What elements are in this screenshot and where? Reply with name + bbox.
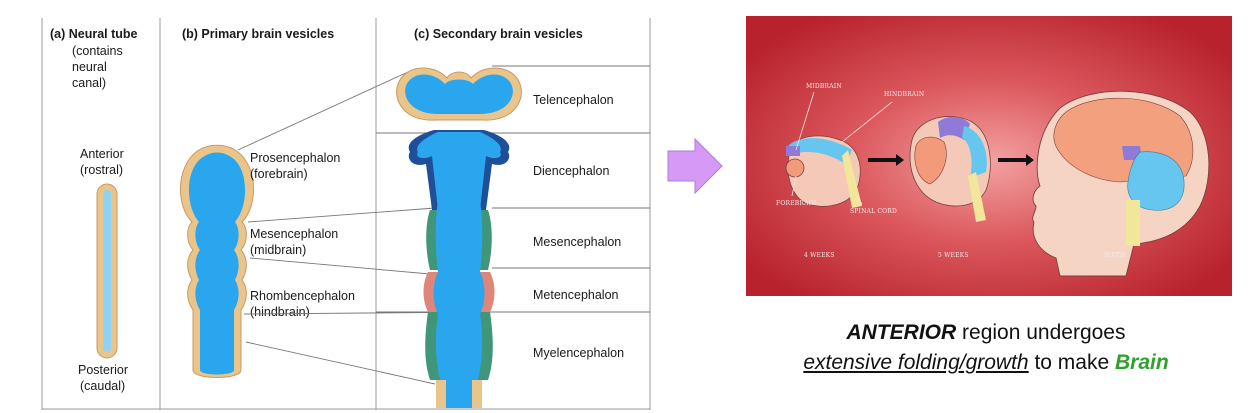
midbrain-label: (midbrain) xyxy=(250,243,306,257)
panel-a-subtitle-3: canal) xyxy=(72,76,106,90)
metencephalon-label: Metencephalon xyxy=(533,288,619,302)
caption-anterior: ANTERIOR xyxy=(846,321,957,344)
caption-line-2: extensive folding/growth to make Brain xyxy=(716,348,1256,378)
caption-brain: Brain xyxy=(1115,351,1169,374)
baby-head-birth xyxy=(1032,90,1210,277)
right-arrow-icon xyxy=(667,137,723,195)
panel-a-subtitle-1: (contains xyxy=(72,44,123,58)
rostral-label: (rostral) xyxy=(80,163,123,177)
embryo-forebrain-label: FOREBRAIN xyxy=(776,200,817,207)
diencephalon-label: Diencephalon xyxy=(533,164,609,178)
rhombencephalon-label: Rhombencephalon xyxy=(250,289,355,303)
panel-a-subtitle-2: neural xyxy=(72,60,107,74)
primary-vesicles-shape xyxy=(180,144,254,378)
embryology-diagram: (a) Neural tube (contains neural canal) … xyxy=(41,18,651,410)
prosencephalon-label: Prosencephalon xyxy=(250,151,340,165)
secondary-dividers xyxy=(376,65,650,313)
stage-label-4-weeks: 4 WEEKS xyxy=(804,252,835,259)
mesencephalon-primary-label: Mesencephalon xyxy=(250,227,338,241)
caption-folding: extensive folding/growth xyxy=(803,351,1029,374)
telencephalon-label: Telencephalon xyxy=(533,93,614,107)
embryo-hindbrain-label: HINDBRAIN xyxy=(884,91,924,98)
anterior-label: Anterior xyxy=(80,147,124,161)
embryo-4-weeks xyxy=(785,91,893,208)
hindbrain-label: (hindbrain) xyxy=(250,305,310,319)
stage-label-birth: BIRTH xyxy=(1104,252,1125,259)
embryo-5-weeks xyxy=(909,116,991,222)
caption-line-1: ANTERIOR region undergoes xyxy=(716,318,1256,348)
panel-a-title: (a) Neural tube xyxy=(50,27,138,41)
forebrain-label: (forebrain) xyxy=(250,167,308,181)
caption-line2-mid: to make xyxy=(1028,351,1115,374)
embryo-spinal-cord-label: SPINAL CORD xyxy=(850,208,897,215)
embryo-midbrain-label: MIDBRAIN xyxy=(806,83,842,90)
panel-c-title: (c) Secondary brain vesicles xyxy=(414,27,583,41)
panel-b-title: (b) Primary brain vesicles xyxy=(182,27,334,41)
neural-tube xyxy=(96,183,118,359)
caption: ANTERIOR region undergoes extensive fold… xyxy=(716,318,1256,378)
myelencephalon-label: Myelencephalon xyxy=(533,346,624,360)
brain-development-image: MIDBRAIN HINDBRAIN FOREBRAIN SPINAL CORD… xyxy=(746,16,1232,296)
stage-arrow-1-icon xyxy=(868,154,904,166)
stage-arrow-2-icon xyxy=(998,154,1034,166)
caption-line1-rest: region undergoes xyxy=(956,321,1126,344)
mesencephalon-secondary-label: Mesencephalon xyxy=(533,235,621,249)
stage-label-5-weeks: 5 WEEKS xyxy=(938,252,969,259)
secondary-vesicles-shape xyxy=(396,67,522,408)
posterior-label: Posterior xyxy=(78,363,128,377)
caudal-label: (caudal) xyxy=(80,379,125,393)
